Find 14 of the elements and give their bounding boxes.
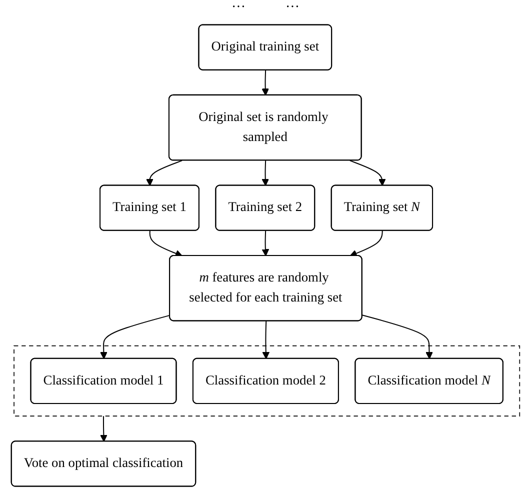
arrow xyxy=(146,160,182,186)
ellipsis-label: ··· xyxy=(232,0,246,17)
arrow xyxy=(100,314,170,360)
arrow xyxy=(350,230,383,257)
arrow xyxy=(262,321,270,360)
arrow xyxy=(262,160,270,186)
arrow xyxy=(100,416,108,442)
arrow xyxy=(262,230,270,256)
arrow xyxy=(262,70,270,96)
arrow xyxy=(350,160,386,186)
arrow xyxy=(149,230,183,257)
ellipsis-label: ··· xyxy=(286,0,300,17)
arrow xyxy=(362,314,433,360)
cluster xyxy=(14,345,520,416)
